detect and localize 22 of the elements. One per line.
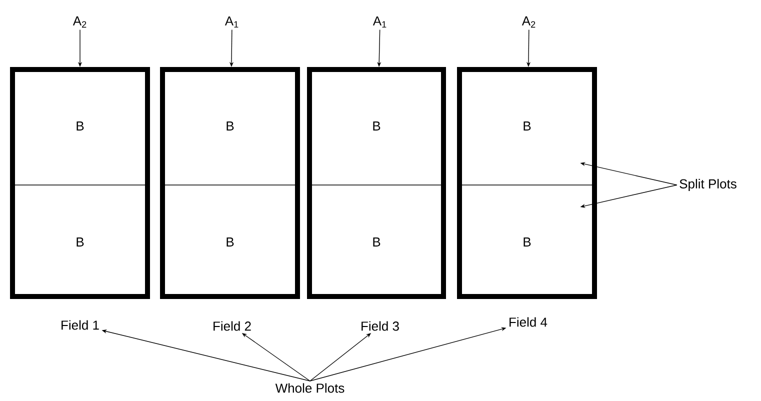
a-label: A$_{2}$ — [522, 16, 536, 28]
whole-plot-box — [160, 67, 300, 299]
field-label: Field 4 — [510, 317, 548, 327]
split-plot-label: B — [524, 238, 531, 246]
whole-plot-box — [457, 67, 597, 299]
a-label: A$_{2}$ — [72, 16, 86, 28]
a-label: A$_{1}$ — [372, 16, 386, 28]
split-plot-label: B — [76, 122, 84, 130]
field-label: Field 3 — [362, 321, 399, 331]
split-plot-label: B — [226, 238, 234, 246]
split-plot-label: B — [373, 238, 380, 246]
field-label: Field 2 — [214, 321, 251, 331]
split-plot-label: B — [524, 122, 531, 130]
whole-plot-box — [10, 67, 150, 299]
a-label: A$_{1}$ — [224, 16, 238, 28]
split-plot-label: B — [76, 238, 84, 246]
split-plot-label: B — [226, 122, 234, 130]
whole-plots-label: Whole Plots — [275, 383, 344, 393]
field-label: Field 1 — [62, 320, 99, 330]
split-plot-label: B — [373, 122, 380, 130]
whole-plot-box — [307, 67, 446, 299]
split-plots-label: Split Plots — [680, 178, 736, 192]
